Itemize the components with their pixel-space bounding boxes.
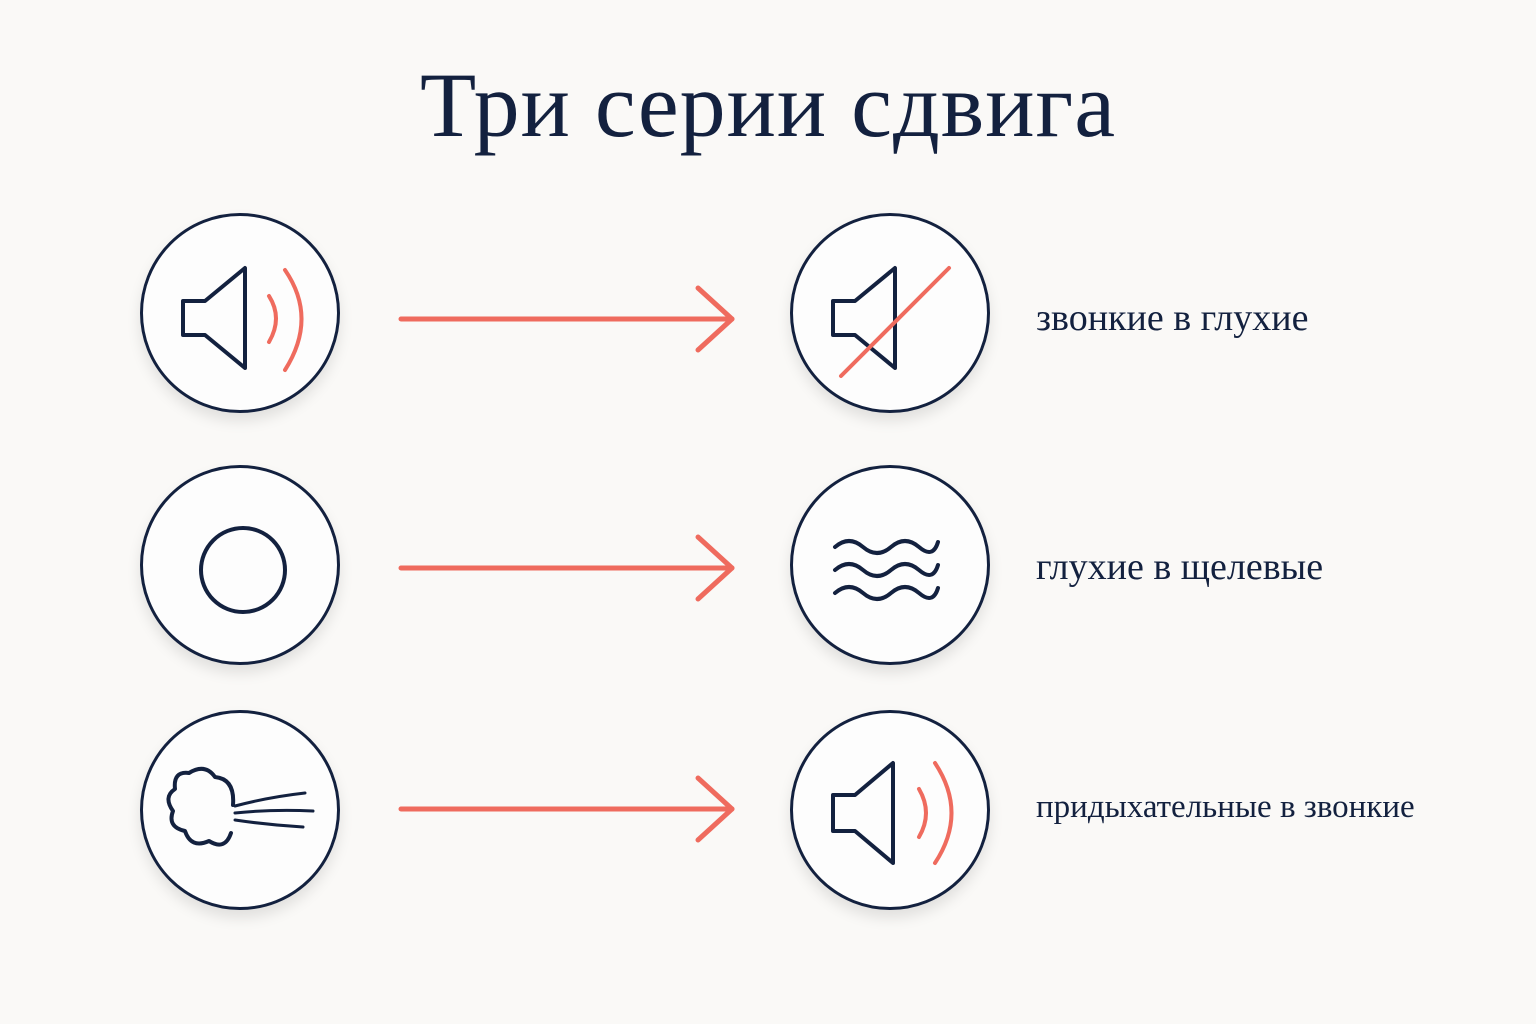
- row-3-arrow: [398, 775, 735, 843]
- row-3-label: придыхательные в звонкие: [1036, 789, 1415, 825]
- row-2-arrow: [398, 534, 735, 602]
- speaker-sound-icon: [831, 761, 954, 865]
- page-title: Три серии сдвига: [419, 54, 1117, 156]
- waves-icon: [833, 539, 940, 601]
- row-1-from-circle: [140, 213, 340, 413]
- speaker-sound-icon: [181, 266, 304, 372]
- row-3-from-circle: [140, 710, 340, 910]
- row-2-to-circle: [790, 465, 990, 665]
- circle-stop-icon: [199, 526, 287, 614]
- row-1-to-circle: [790, 213, 990, 413]
- row-1-label: звонкие в глухие: [1036, 297, 1309, 339]
- row-2-from-circle: [140, 465, 340, 665]
- puff-of-air-icon: [166, 766, 315, 847]
- row-1-arrow: [398, 285, 735, 353]
- speaker-muted-icon: [831, 266, 951, 378]
- row-3-to-circle: [790, 710, 990, 910]
- row-2-label: глухие в щелевые: [1036, 546, 1324, 588]
